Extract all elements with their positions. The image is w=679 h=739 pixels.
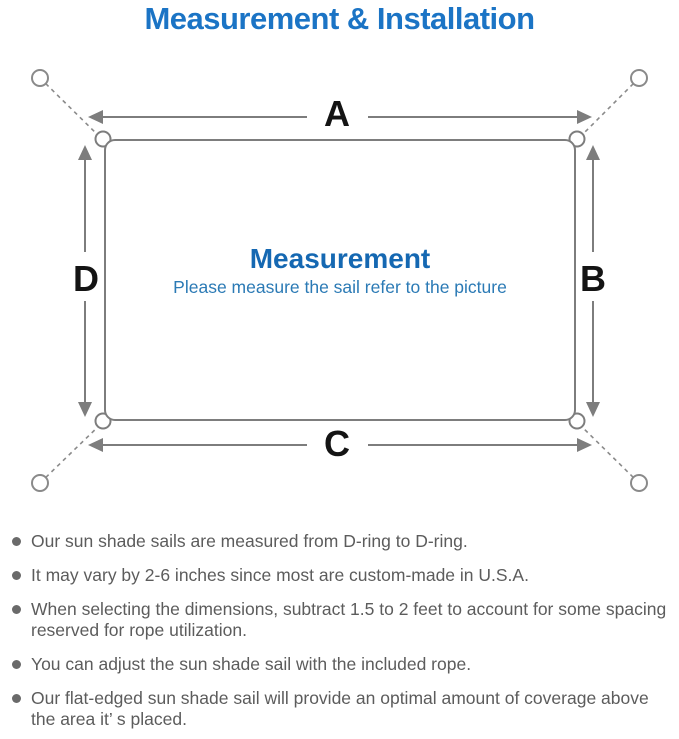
sail-measurement-diagram: A C D B Measurement Please measure the s… [31, 69, 648, 492]
dimension-label-a: A [324, 93, 350, 134]
rope-dashed-lines [39, 77, 640, 484]
list-item: Our flat-edged sun shade sail will provi… [12, 688, 667, 730]
dimension-d [78, 145, 92, 417]
dimension-a [88, 110, 592, 124]
note-text: When selecting the dimensions, subtract … [31, 599, 667, 640]
list-item: It may vary by 2-6 inches since most are… [12, 565, 667, 586]
anchor-ring-icon-bottom-left [31, 474, 49, 492]
rope-bottom-left [39, 420, 105, 484]
note-text: You can adjust the sun shade sail with t… [31, 654, 472, 674]
anchor-ring-icon-top-left [31, 69, 49, 87]
measurement-notes-list: Our sun shade sails are measured from D-… [12, 531, 667, 739]
arrow-left-icon [88, 438, 103, 452]
dimension-label-d: D [73, 258, 99, 299]
arrow-down-icon [78, 402, 92, 417]
sail-rectangle [104, 139, 576, 421]
rope-bottom-right [575, 420, 640, 484]
note-text: Our flat-edged sun shade sail will provi… [31, 688, 649, 729]
bullet-icon [12, 571, 21, 580]
bullet-icon [12, 605, 21, 614]
arrow-left-icon [88, 110, 103, 124]
bullet-icon [12, 660, 21, 669]
rope-top-right [575, 77, 640, 142]
arrow-up-icon [78, 145, 92, 160]
dimension-label-c: C [324, 423, 350, 464]
dimension-label-b: B [580, 258, 606, 299]
rope-top-left [39, 77, 105, 142]
arrow-right-icon [577, 110, 592, 124]
dimension-b [586, 145, 600, 417]
arrow-up-icon [586, 145, 600, 160]
note-text: It may vary by 2-6 inches since most are… [31, 565, 529, 585]
bullet-icon [12, 537, 21, 546]
anchor-rings [31, 69, 648, 492]
arrow-down-icon [586, 402, 600, 417]
diagram-heading: Measurement [250, 243, 431, 274]
bullet-icon [12, 694, 21, 703]
dimension-c [88, 438, 592, 452]
list-item: Our sun shade sails are measured from D-… [12, 531, 667, 552]
note-text: Our sun shade sails are measured from D-… [31, 531, 468, 551]
diagram-subheading: Please measure the sail refer to the pic… [173, 277, 507, 297]
anchor-ring-icon-bottom-right [630, 474, 648, 492]
list-item: You can adjust the sun shade sail with t… [12, 654, 667, 675]
page-title: Measurement & Installation [144, 1, 535, 36]
arrow-right-icon [577, 438, 592, 452]
anchor-ring-icon-top-right [630, 69, 648, 87]
list-item: When selecting the dimensions, subtract … [12, 599, 667, 641]
